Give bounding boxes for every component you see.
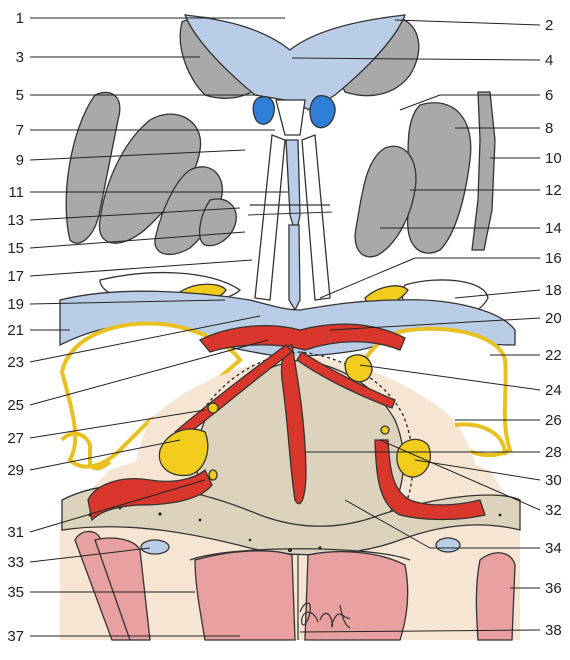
callout-34: 34 bbox=[545, 540, 562, 557]
internal-capsule bbox=[255, 135, 285, 300]
callout-20: 20 bbox=[545, 310, 562, 327]
third-ventricle bbox=[286, 140, 300, 235]
right-globus-pallidus bbox=[355, 146, 416, 257]
right-longus-capitis bbox=[305, 552, 408, 640]
callout-1: 1 bbox=[16, 10, 24, 27]
callout-32: 32 bbox=[545, 502, 562, 519]
callout-7: 7 bbox=[16, 122, 24, 139]
callout-25: 25 bbox=[7, 397, 24, 414]
callout-28: 28 bbox=[545, 444, 562, 461]
third-ventricle-lower bbox=[289, 225, 300, 310]
right-pterygoid bbox=[476, 553, 515, 640]
callout-31: 31 bbox=[7, 524, 24, 541]
right-claustrum bbox=[472, 92, 495, 250]
callout-2: 2 bbox=[545, 17, 553, 34]
callout-12: 12 bbox=[545, 182, 562, 199]
callout-21: 21 bbox=[7, 322, 24, 339]
left-longus-capitis bbox=[195, 551, 295, 640]
callout-26: 26 bbox=[545, 412, 562, 429]
right-vidian-vessel bbox=[436, 538, 460, 552]
callout-4: 4 bbox=[545, 52, 553, 69]
callout-6: 6 bbox=[545, 87, 553, 104]
callout-36: 36 bbox=[545, 580, 562, 597]
right-trigeminal-nerve bbox=[397, 439, 430, 477]
callout-33: 33 bbox=[7, 554, 24, 571]
callout-14: 14 bbox=[545, 220, 562, 237]
callout-10: 10 bbox=[545, 150, 562, 167]
internal-capsule-right bbox=[302, 135, 330, 300]
right-putamen bbox=[408, 103, 471, 253]
left-abducens-nerve bbox=[209, 470, 217, 480]
callout-3: 3 bbox=[16, 49, 24, 66]
callout-13: 13 bbox=[7, 212, 24, 229]
left-lateral-ventricle bbox=[253, 97, 274, 124]
callout-8: 8 bbox=[545, 120, 553, 137]
callout-30: 30 bbox=[545, 472, 562, 489]
right-lateral-ventricle bbox=[310, 96, 335, 128]
callout-29: 29 bbox=[7, 462, 24, 479]
left-trochlear-nerve bbox=[208, 403, 218, 413]
callout-11: 11 bbox=[8, 184, 24, 201]
septum-pellucidum bbox=[276, 100, 305, 135]
callout-16: 16 bbox=[545, 250, 562, 267]
callout-numbers-left: 1 3 5 7 9 11 13 15 17 19 21 23 25 27 29 … bbox=[7, 10, 24, 645]
callout-35: 35 bbox=[7, 584, 24, 601]
callout-numbers-right: 2 4 6 8 10 12 14 16 18 20 22 24 26 28 30… bbox=[545, 17, 562, 639]
right-trochlear-nerve bbox=[381, 426, 389, 434]
callout-22: 22 bbox=[545, 347, 562, 364]
callout-19: 19 bbox=[7, 296, 24, 313]
callout-15: 15 bbox=[7, 240, 24, 257]
right-oculomotor-sinus-nerve bbox=[345, 355, 372, 382]
left-vidian-vessel bbox=[141, 540, 169, 554]
callout-24: 24 bbox=[545, 382, 562, 399]
callout-18: 18 bbox=[545, 282, 562, 299]
callout-37: 37 bbox=[7, 628, 24, 645]
callout-23: 23 bbox=[7, 354, 24, 371]
callout-17: 17 bbox=[7, 268, 24, 285]
callout-5: 5 bbox=[16, 87, 24, 104]
callout-38: 38 bbox=[545, 622, 562, 639]
callout-27: 27 bbox=[7, 430, 24, 447]
callout-9: 9 bbox=[16, 152, 24, 169]
